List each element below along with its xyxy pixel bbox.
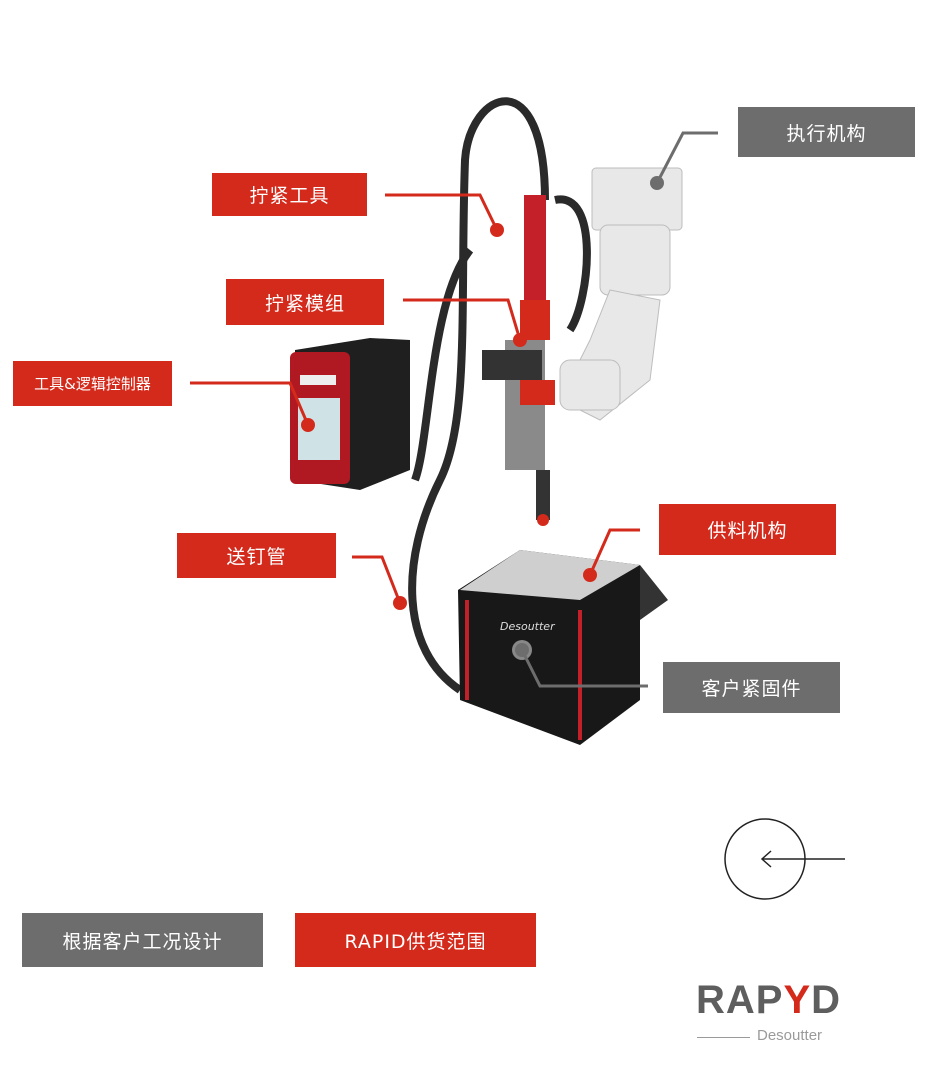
label-tightening-tool: 拧紧工具 bbox=[212, 173, 367, 216]
leader-lines bbox=[190, 131, 718, 688]
tightening-tool bbox=[482, 195, 555, 526]
robot-arm bbox=[559, 167, 683, 421]
legend-custom-design: 根据客户工况设计 bbox=[22, 913, 263, 967]
label-tightening-module: 拧紧模组 bbox=[226, 279, 384, 325]
label-customer-fastener: 客户紧固件 bbox=[663, 662, 840, 713]
legend-rapid-scope: RAPID供货范围 bbox=[295, 913, 536, 967]
controller-device bbox=[290, 338, 410, 490]
label-screw-tube: 送钉管 bbox=[177, 533, 336, 578]
label-feeder: 供料机构 bbox=[659, 504, 836, 555]
logo-divider bbox=[697, 1037, 750, 1038]
arrow-left-circle-icon[interactable] bbox=[724, 818, 845, 900]
screw-feed-hose bbox=[408, 97, 591, 694]
rapid-logo: RAPYD bbox=[696, 978, 842, 1022]
svg-text:Desoutter: Desoutter bbox=[500, 620, 556, 633]
feeder-box: Desoutter bbox=[458, 550, 668, 745]
label-controller: 工具&逻辑控制器 bbox=[13, 361, 172, 406]
label-actuator: 执行机构 bbox=[738, 107, 915, 157]
leader-dots bbox=[301, 176, 664, 657]
logo-subtitle: Desoutter bbox=[757, 1027, 823, 1044]
